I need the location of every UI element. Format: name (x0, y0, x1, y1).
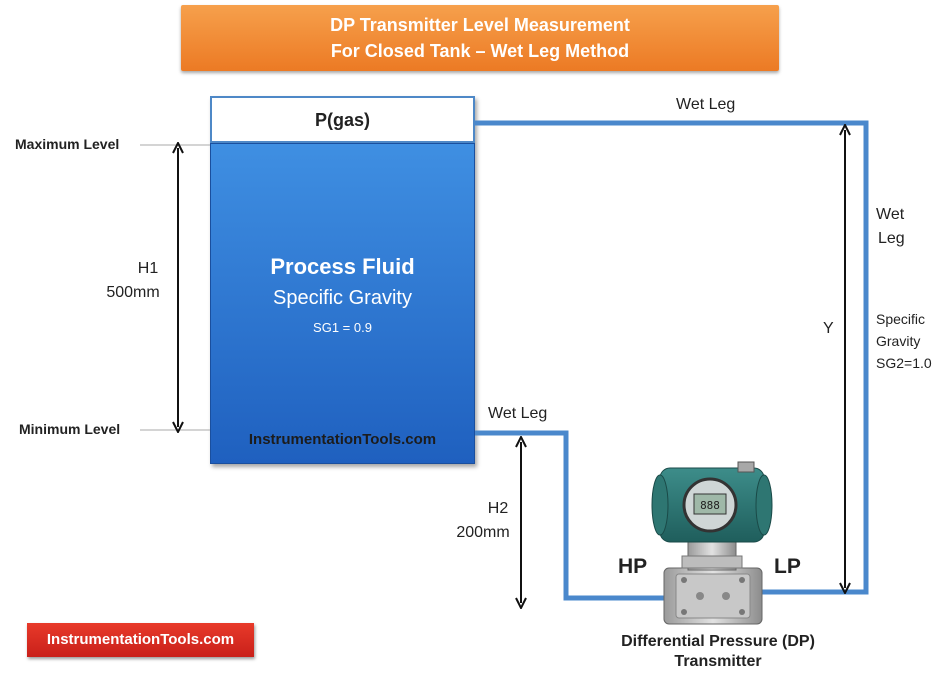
minimum-level-label: Minimum Level (19, 421, 121, 437)
title-banner: DP Transmitter Level Measurement For Clo… (181, 5, 779, 71)
h1-label: H1 (137, 260, 159, 277)
sg2-line-1: Specific (876, 311, 926, 327)
transmitter-caption-line-2: Transmitter (674, 653, 762, 670)
h2-label: H2 (487, 500, 509, 517)
tank-watermark: InstrumentationTools.com (248, 431, 437, 448)
title-line-1: DP Transmitter Level Measurement (330, 15, 630, 35)
sg2-line-3: SG2=1.0 (876, 355, 932, 371)
title-line-2: For Closed Tank – Wet Leg Method (330, 41, 630, 61)
sg2-line-2: Gravity (876, 333, 921, 349)
svg-text:888: 888 (700, 499, 720, 512)
wet-leg-right-label-line-1: Wet (876, 206, 905, 223)
wet-leg-right-label-line-2: Leg (878, 230, 905, 247)
wet-leg-bottom-label: Wet Leg (488, 405, 548, 422)
h2-value: 200mm (456, 524, 510, 541)
hp-label: HP (618, 555, 648, 578)
transmitter-caption-line-1: Differential Pressure (DP) (621, 633, 815, 650)
lp-label: LP (774, 555, 801, 578)
transmitter-caption: Differential Pressure (DP) Transmitter (573, 632, 863, 672)
maximum-level-label: Maximum Level (15, 136, 120, 152)
y-label: Y (823, 320, 834, 337)
h1-value: 500mm (106, 284, 160, 301)
tank-process-fluid: Process Fluid Specific Gravity SG1 = 0.9… (210, 143, 475, 464)
sg2-block: Specific Gravity SG2=1.0 (876, 308, 932, 374)
process-fluid-subtitle: Specific Gravity (273, 287, 412, 309)
wet-leg-top-label: Wet Leg (676, 96, 736, 113)
wet-leg-pipe-top (475, 120, 869, 595)
tank-gas-space: P(gas) (210, 96, 475, 143)
process-fluid-title: Process Fluid (270, 254, 415, 279)
closed-tank: P(gas) Process Fluid Specific Gravity SG… (210, 96, 475, 464)
site-logo-badge: InstrumentationTools.com (27, 623, 254, 657)
dp-transmitter-icon: 888 (651, 461, 773, 625)
sg1-value: SG1 = 0.9 (313, 320, 372, 335)
wet-leg-pipe-bottom (475, 430, 665, 601)
